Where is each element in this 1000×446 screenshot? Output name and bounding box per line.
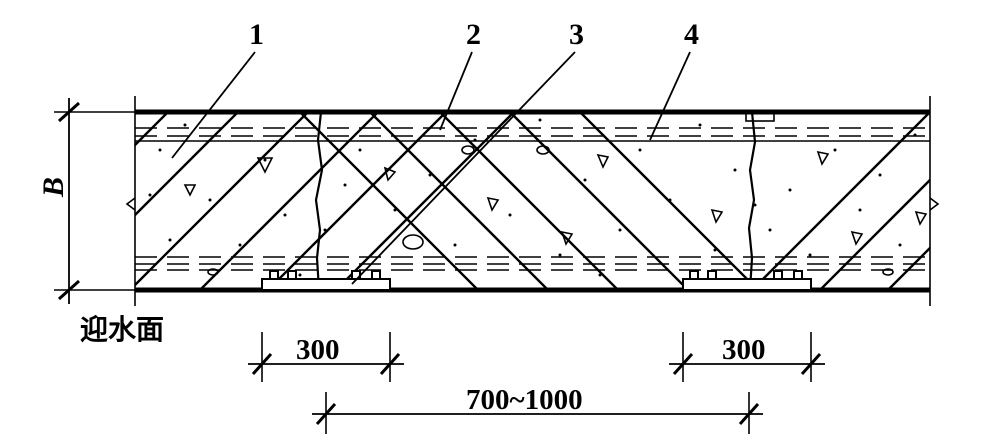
callout-1: 1 (249, 18, 264, 51)
callout-2: 2 (466, 18, 481, 51)
joint-width-right-label: 300 (722, 334, 766, 366)
joint-width-left-label: 300 (296, 334, 340, 366)
joint-spacing-dimension (312, 392, 763, 434)
waterstop-left (261, 270, 391, 291)
concrete-aggregate (148, 118, 917, 277)
callout-leaders (171, 51, 691, 285)
waterstop-right (682, 270, 812, 291)
callout-4: 4 (684, 18, 699, 51)
thickness-dimension (54, 98, 135, 304)
joint-spacing-label: 700~1000 (466, 384, 583, 416)
joint-width-dimensions (248, 332, 825, 382)
reinforcement-lines (135, 127, 930, 271)
callout-3: 3 (569, 18, 584, 51)
break-marks (125, 197, 940, 211)
aggregate-stones (183, 145, 928, 276)
construction-joints (314, 111, 757, 291)
thickness-label: B (37, 176, 71, 198)
upstream-face-label: 迎水面 (80, 313, 165, 346)
